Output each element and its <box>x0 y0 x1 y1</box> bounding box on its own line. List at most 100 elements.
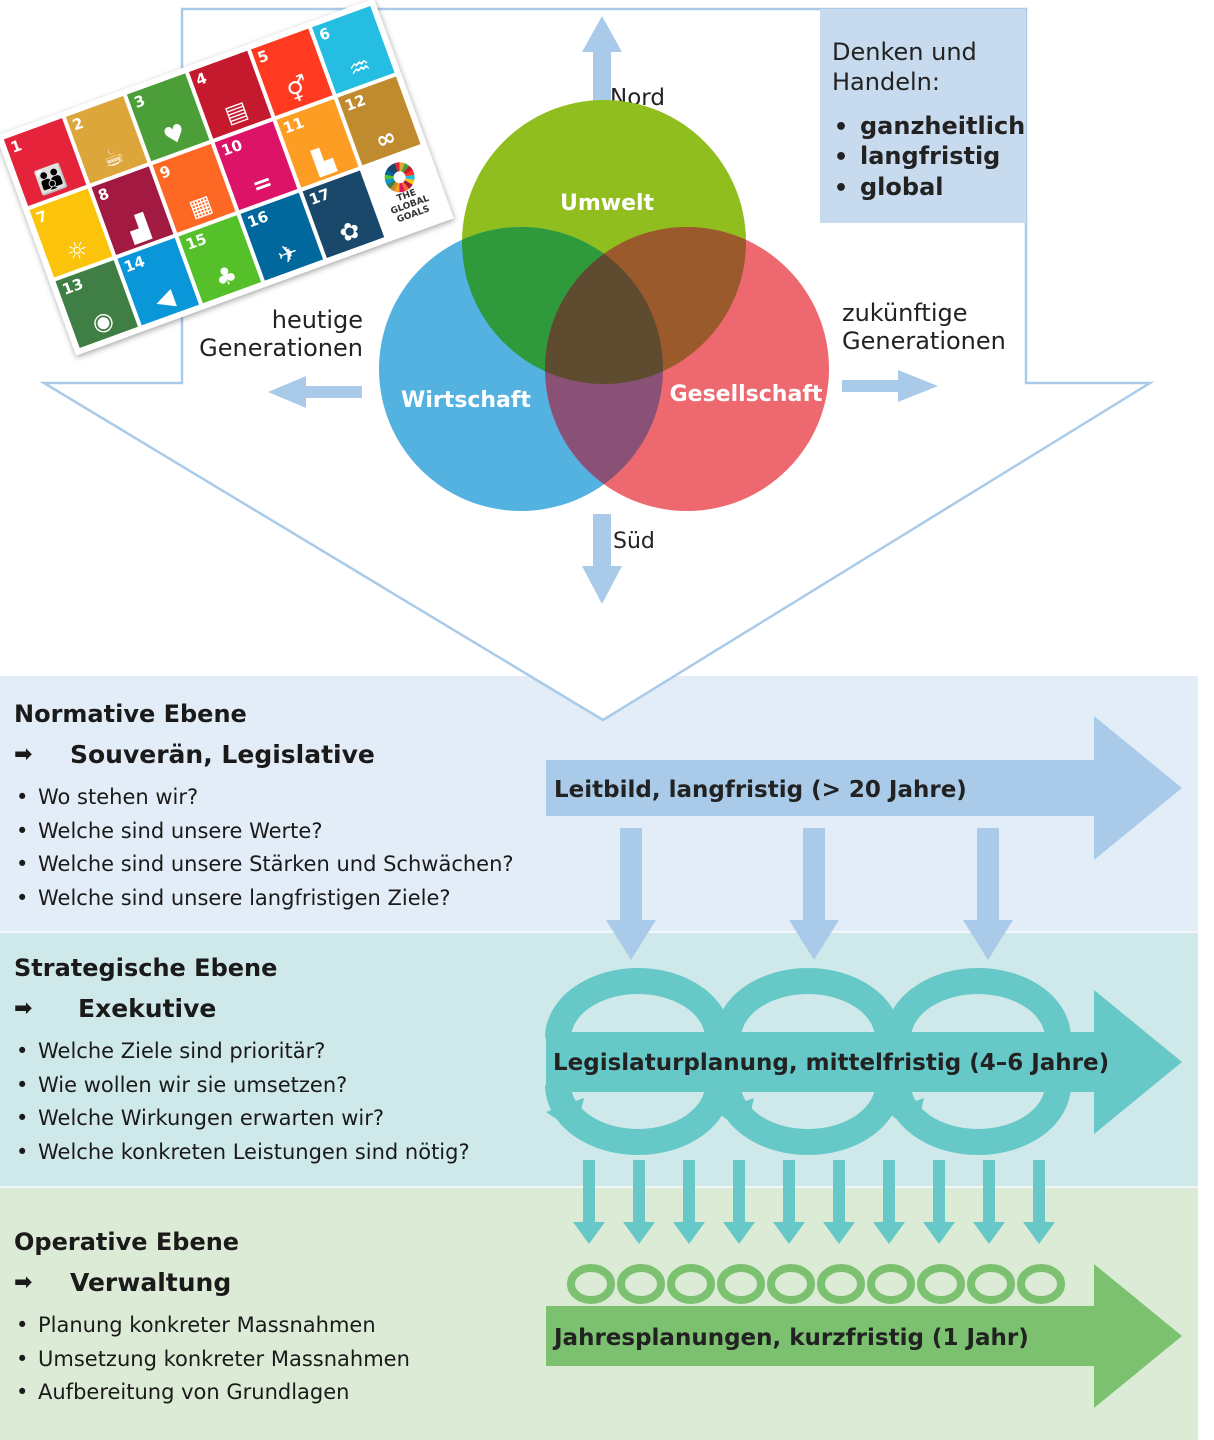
down-arrow <box>823 1160 855 1244</box>
sdg-tile-number: 4 <box>193 68 210 90</box>
actor-label: Souverän, Legislative <box>70 740 375 769</box>
sdg-tile-number: 7 <box>34 207 50 228</box>
question-list: Wo stehen wir? Welche sind unsere Werte?… <box>14 781 554 915</box>
cycle-icon <box>667 1264 715 1304</box>
sdg-tile-number: 12 <box>342 91 369 116</box>
sdg-tile-number: 15 <box>183 229 209 254</box>
cycle-icon <box>885 1084 1071 1155</box>
present-generations-label-1: heutige <box>272 306 363 334</box>
sdg-tile-number: 17 <box>306 184 333 209</box>
sdg-tile-number: 5 <box>255 46 272 67</box>
list-item: Umsetzung konkreter Massnahmen <box>14 1343 554 1377</box>
cycle-icon <box>717 1264 765 1304</box>
down-arrow <box>1023 1160 1055 1244</box>
cycle-icon <box>545 968 731 1039</box>
mid-term-arrow <box>546 990 1182 1134</box>
question-list: Welche Ziele sind prioritär? Wie wollen … <box>14 1035 554 1169</box>
future-generations-arrow <box>842 370 938 402</box>
cycle-icon <box>885 968 1071 1039</box>
cycle-icon <box>567 1264 615 1304</box>
principles-bullet: • <box>834 115 848 140</box>
sdg-tile-number: 13 <box>59 274 86 299</box>
question-list: Planung konkreter Massnahmen Umsetzung k… <box>14 1309 554 1410</box>
down-arrow <box>606 828 656 960</box>
band-divider <box>0 1186 1198 1188</box>
sdg-tile-number: 3 <box>131 91 148 112</box>
right-arrow-icon: ➡ <box>14 1270 33 1295</box>
list-item: Welche konkreten Leistungen sind nötig? <box>14 1136 554 1170</box>
cycle-icon <box>917 1264 965 1304</box>
cycle-icon <box>1017 1264 1065 1304</box>
south-label: Süd <box>613 529 655 554</box>
level-actor: ➡ Souverän, Legislative <box>14 740 554 769</box>
principles-intro-2: Handeln: <box>832 68 940 96</box>
right-arrow-icon: ➡ <box>14 742 33 767</box>
level-title: Normative Ebene <box>14 700 247 728</box>
list-item: Welche sind unsere Stärken und Schwächen… <box>14 848 554 882</box>
actor-label: Verwaltung <box>70 1268 232 1297</box>
mid-to-short-arrows <box>573 1160 1055 1244</box>
cycle-icon <box>967 1264 1015 1304</box>
level-title: Strategische Ebene <box>14 954 278 982</box>
down-arrow <box>573 1160 605 1244</box>
down-arrow <box>973 1160 1005 1244</box>
long-term-arrow <box>546 716 1182 860</box>
list-item: Welche sind unsere Werte? <box>14 815 554 849</box>
short-term-arrow <box>546 1264 1182 1408</box>
band-divider <box>0 931 1198 933</box>
list-item: Wo stehen wir? <box>14 781 554 815</box>
cycle-icon <box>715 1084 901 1155</box>
mid-term-cycle-heads <box>546 1098 924 1132</box>
future-generations-label-2: Generationen <box>842 327 1006 355</box>
level-title: Operative Ebene <box>14 1228 240 1256</box>
list-item: Welche Wirkungen erwarten wir? <box>14 1102 554 1136</box>
gesellschaft-label: Gesellschaft <box>670 382 823 407</box>
cycle-arrowhead <box>886 1098 924 1132</box>
list-item: Wie wollen wir sie umsetzen? <box>14 1069 554 1103</box>
down-arrow <box>963 828 1013 960</box>
cycle-arrowhead <box>546 1098 584 1132</box>
actor-label: Exekutive <box>78 994 217 1023</box>
list-item: Welche Ziele sind prioritär? <box>14 1035 554 1069</box>
north-arrow <box>582 16 622 104</box>
cycle-icon <box>767 1264 815 1304</box>
long-term-label: Leitbild, langfristig (> 20 Jahre) <box>554 777 967 803</box>
mid-term-label: Legislaturplanung, mittelfristig (4–6 Ja… <box>553 1050 1109 1076</box>
principles-bullet: • <box>834 145 848 170</box>
sdg-tile-number: 11 <box>280 113 307 138</box>
short-term-label: Jahresplanungen, kurzfristig (1 Jahr) <box>552 1325 1029 1351</box>
sdg-tile-number: 10 <box>219 136 245 161</box>
cycle-icon <box>817 1264 865 1304</box>
future-generations-label-1: zukünftige <box>842 299 968 327</box>
cycle-icon <box>617 1264 665 1304</box>
operative-level: Operative Ebene ➡ Verwaltung Planung kon… <box>14 1228 554 1410</box>
down-arrow <box>723 1160 755 1244</box>
cycle-arrowhead <box>716 1098 754 1132</box>
cycle-icon <box>545 1084 731 1155</box>
cycle-icon <box>867 1264 915 1304</box>
umwelt-label: Umwelt <box>560 191 655 216</box>
sdg-tile-number: 8 <box>95 184 112 206</box>
principles-box <box>820 9 1026 223</box>
list-item: Aufbereitung von Grundlagen <box>14 1376 554 1410</box>
short-term-cycles <box>567 1264 1065 1304</box>
principle-item: ganzheitlich <box>860 112 1025 140</box>
right-arrow-icon: ➡ <box>14 996 33 1021</box>
normative-level: Normative Ebene ➡ Souverän, Legislative … <box>14 700 554 915</box>
down-arrow <box>923 1160 955 1244</box>
center-overlap <box>545 227 663 384</box>
sdg-tile-number: 1 <box>8 136 25 157</box>
level-actor: ➡ Exekutive <box>14 994 554 1023</box>
global-goals-logo-text: THE GLOBAL GOALS <box>389 188 432 226</box>
wirtschaft-label: Wirtschaft <box>401 388 531 413</box>
strategic-level: Strategische Ebene ➡ Exekutive Welche Zi… <box>14 954 554 1169</box>
cycle-icon <box>715 968 901 1039</box>
sdg-tile-number: 6 <box>316 24 333 45</box>
level-actor: ➡ Verwaltung <box>14 1268 554 1297</box>
venn-diagram: Umwelt Wirtschaft Gesellschaft <box>379 100 829 511</box>
present-generations-arrow <box>268 376 362 408</box>
principle-item: langfristig <box>860 142 1000 170</box>
south-arrow <box>582 514 622 604</box>
list-item: Welche sind unsere langfristigen Ziele? <box>14 882 554 916</box>
principles-intro-1: Denken und <box>832 38 977 66</box>
